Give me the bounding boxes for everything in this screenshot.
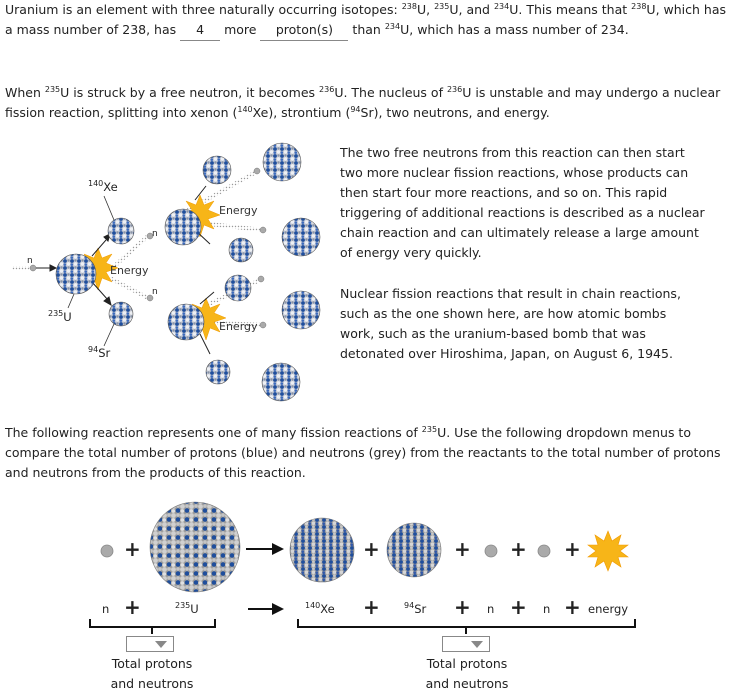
plus-sign: + [454, 537, 471, 561]
neutron-label-lower: n [152, 287, 158, 297]
plus-sign: + [454, 595, 471, 619]
neutron-symbol: n [102, 602, 110, 616]
plus-sign: + [564, 595, 581, 619]
plus-sign: + [564, 537, 581, 561]
uranium-label: 235U [48, 309, 72, 325]
fission-paragraph: When 235U is struck by a free neutron, i… [5, 85, 721, 120]
neutron-label-upper: n [152, 229, 158, 239]
plus-sign: + [510, 595, 527, 619]
strontium-symbol: 94Sr [404, 601, 427, 617]
plus-sign: + [510, 537, 527, 561]
chevron-down-icon [471, 641, 483, 648]
chain-reaction-text: The two free neutrons from this reaction… [340, 145, 705, 260]
mass-difference-answer[interactable]: 4 [180, 20, 221, 41]
energy-label-center: Energy [110, 264, 149, 277]
energy-label-lower: Energy [219, 320, 258, 333]
energy-label-upper: Energy [219, 204, 258, 217]
uranium-symbol: 235U [175, 601, 199, 617]
reaction-instructions: The following reaction represents one of… [5, 425, 721, 480]
xenon-label: 140Xe [88, 179, 118, 195]
reactants-total-dropdown[interactable] [126, 636, 174, 652]
products-total-dropdown[interactable] [442, 636, 490, 652]
atomic-bomb-text: Nuclear fission reactions that result in… [340, 286, 681, 361]
chevron-down-icon [155, 641, 167, 648]
isotope-paragraph: Uranium is an element with three natural… [5, 0, 726, 41]
plus-sign: + [363, 537, 380, 561]
plus-sign: + [124, 537, 141, 561]
plus-sign: + [124, 595, 141, 619]
particle-type-answer[interactable]: proton(s) [260, 20, 349, 41]
plus-sign: + [363, 595, 380, 619]
xenon-symbol: 140Xe [305, 601, 335, 617]
strontium-label: 94Sr [88, 345, 111, 361]
neutron-symbol: n [487, 602, 495, 616]
neutron-label-incoming: n [27, 256, 33, 266]
neutron-symbol: n [543, 602, 551, 616]
energy-symbol: energy [588, 602, 629, 616]
